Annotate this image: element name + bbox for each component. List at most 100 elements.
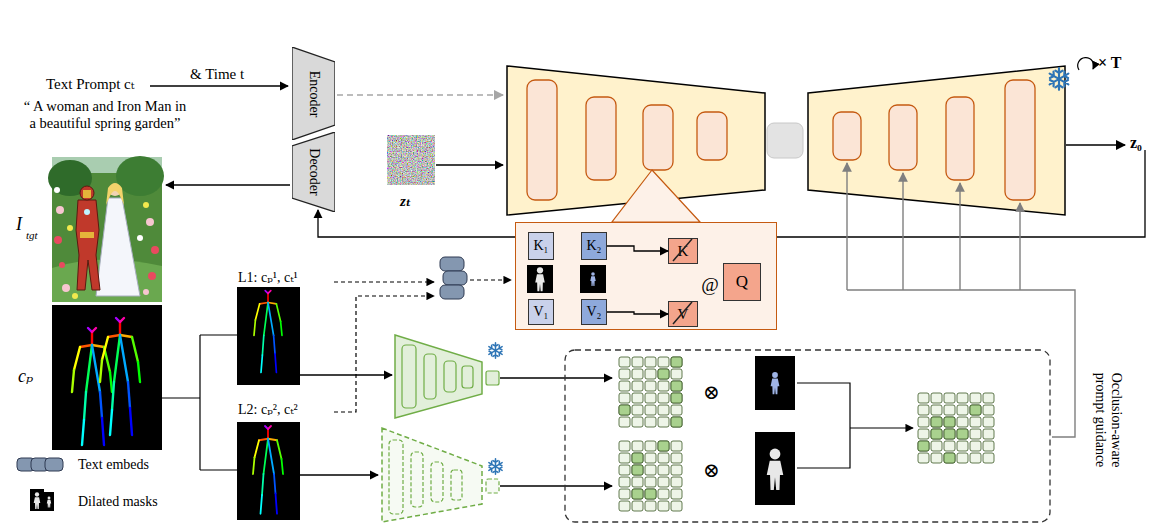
- guidance-lines: [847, 163, 1075, 437]
- loop-arrow: [1078, 58, 1094, 70]
- feature-grid: [618, 440, 683, 512]
- loop-arrow: [1078, 58, 1094, 70]
- controlnet-branch-shared: [451, 470, 462, 500]
- output-arrow: [1066, 144, 1125, 146]
- attention-mask: [535, 267, 545, 291]
- latent-arrow: [436, 165, 503, 166]
- legend-mask-sample: [30, 489, 44, 511]
- layer-pose-2: [253, 426, 283, 514]
- node-text: K₂: [587, 238, 602, 254]
- feature-grid: [931, 429, 942, 439]
- feature-grid: [618, 356, 995, 512]
- text-embeds-icon: [440, 257, 464, 271]
- controlnet-branch: [402, 345, 416, 408]
- guidance-box: [565, 350, 1050, 522]
- condition-arrow: [337, 94, 503, 96]
- feature-grid: [918, 441, 929, 451]
- unet-encoder: [527, 80, 557, 200]
- generated-image: [137, 235, 143, 241]
- feature-grid: [671, 381, 682, 391]
- legend-embed-sample: [45, 458, 63, 471]
- encoder-block: Encoder: [292, 47, 335, 140]
- generated-image: [83, 190, 91, 198]
- pose-arrows: [300, 474, 378, 475]
- branch-lines: [162, 335, 237, 470]
- latent-arrow: [436, 164, 503, 165]
- merge-lines: [797, 383, 913, 468]
- branch-lines: [162, 335, 237, 470]
- feature-grid: [671, 357, 682, 367]
- step-count: × T: [1098, 54, 1122, 72]
- generated-image: [96, 198, 140, 296]
- guidance-lines: [846, 163, 847, 290]
- decoder-block: [292, 132, 335, 212]
- frozen-icon: [488, 343, 504, 358]
- attention-mask: [580, 265, 606, 293]
- generated-image: [76, 200, 100, 290]
- node-text: Q: [736, 272, 748, 292]
- legend-mask-sample: [44, 492, 54, 511]
- generated-image: [62, 284, 70, 292]
- feature-grid: [618, 356, 683, 428]
- controlnet-branch-shared: [382, 428, 499, 522]
- generated-image: [148, 272, 156, 280]
- image-label: tgt: [26, 229, 38, 242]
- noise-latent: [387, 135, 435, 185]
- frozen-icon: [1048, 68, 1070, 90]
- callout-pointer: [612, 170, 700, 222]
- dilated-mask: [755, 432, 795, 505]
- controlnet-branch-shared: [389, 440, 403, 514]
- pose-label: cₚ: [18, 366, 33, 387]
- controlnet-branch: [462, 366, 473, 388]
- feature-grid: [944, 417, 955, 427]
- image-label: I: [16, 214, 22, 235]
- node-text: K₁: [534, 238, 549, 254]
- controlnet-branch: [395, 335, 499, 418]
- generated-image: [48, 156, 164, 302]
- attention-mask: [527, 265, 606, 293]
- node-text: K: [678, 243, 689, 260]
- legend-mask-sample: [47, 497, 51, 508]
- merge-lines: [850, 427, 913, 428]
- legend-mask-sample: [30, 489, 54, 511]
- guidance-label: Occlusion-aware prompt guidance: [1092, 361, 1124, 479]
- feature-grid: [671, 393, 682, 403]
- generated-image: [80, 186, 94, 200]
- controlnet-branch-shared: [389, 440, 499, 514]
- strike-mark: [673, 302, 692, 324]
- generated-image: [106, 183, 124, 205]
- input-label: & Time t: [190, 66, 244, 83]
- guidance-lines: [902, 173, 903, 290]
- dilated-mask: [755, 356, 795, 505]
- attention-mask: [527, 265, 553, 293]
- controlnet-branch-shared: [486, 479, 499, 493]
- encoder-block: [292, 47, 335, 140]
- layer-pose-1: [254, 291, 282, 373]
- multiply-symbol: ⊗: [703, 381, 720, 404]
- feature-grid: [632, 489, 643, 499]
- guidance-lines: [959, 183, 960, 290]
- text-embeds-icon: [440, 285, 464, 299]
- controlnet-branch: [395, 335, 482, 418]
- generated-image: [143, 289, 149, 295]
- feature-grid: [619, 405, 630, 415]
- output-arrow: [1066, 145, 1125, 146]
- feature-grid: [944, 453, 955, 463]
- decode-arrow: [166, 184, 290, 185]
- generated-image: [143, 202, 149, 208]
- node-text: Decoder: [306, 148, 322, 195]
- layer-pose-2: [253, 426, 283, 514]
- key-box: K₁: [528, 232, 554, 260]
- feature-grid: [931, 417, 942, 427]
- feature-grid: [944, 429, 955, 439]
- merged-key-box: K: [668, 238, 698, 264]
- connector-arrow: [607, 246, 668, 251]
- pose-arrows: [300, 374, 392, 375]
- feature-grid: [970, 405, 981, 415]
- unet-decoder: [889, 105, 917, 170]
- feature-grid: [658, 441, 669, 451]
- guidance-lines: [847, 290, 1075, 437]
